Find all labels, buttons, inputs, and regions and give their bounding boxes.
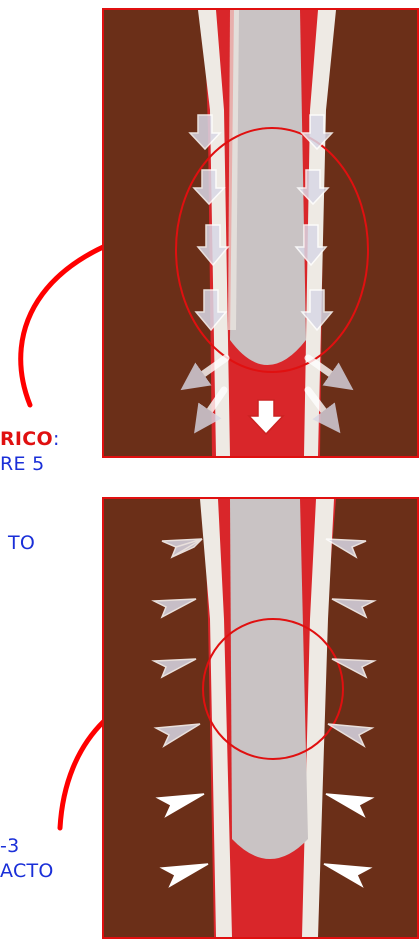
prosthesis-stem — [230, 10, 306, 365]
bottom-diagram — [104, 499, 417, 937]
top-photo-panel — [102, 8, 419, 458]
bottom-label-line1: -3 — [0, 835, 20, 857]
top-label-line1: RICO: — [0, 428, 60, 450]
top-label-line2: RE 5 — [0, 453, 45, 475]
top-label-line3: TO — [8, 532, 35, 554]
prosthesis-stem — [230, 499, 308, 859]
top-diagram — [104, 10, 417, 456]
bottom-photo-panel — [102, 497, 419, 939]
bottom-label-line2: ACTO — [0, 860, 54, 882]
